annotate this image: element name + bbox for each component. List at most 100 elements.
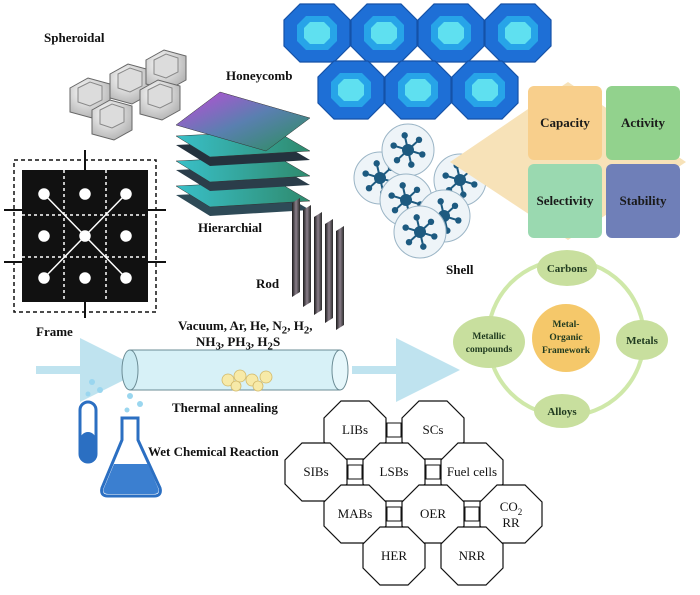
activity-quadrant bbox=[606, 86, 680, 160]
rod-label: Rod bbox=[256, 276, 280, 291]
shell-atom bbox=[362, 170, 369, 177]
shell-atom bbox=[471, 181, 478, 188]
shell-core bbox=[402, 144, 414, 156]
stability-label: Stability bbox=[620, 193, 667, 208]
annealing-process bbox=[36, 338, 460, 402]
alloys-node bbox=[534, 394, 590, 428]
shell-atom bbox=[460, 191, 467, 198]
shell-atom bbox=[402, 224, 409, 231]
gas-text: S bbox=[272, 334, 281, 349]
gas-text: , PH bbox=[220, 334, 246, 349]
metallic-compounds-label-2: compounds bbox=[466, 345, 513, 355]
metals-node bbox=[616, 320, 668, 360]
shell-core bbox=[374, 172, 386, 184]
shell-core bbox=[414, 226, 426, 238]
application-label: CO2 bbox=[500, 499, 523, 517]
gas-sub: 3 bbox=[245, 340, 251, 353]
gas-sub: 3 bbox=[215, 340, 221, 353]
mesh-junction bbox=[386, 422, 402, 438]
mof-center-line3: Framework bbox=[542, 346, 591, 356]
shell-spheres bbox=[353, 123, 487, 259]
capacity-label: Capacity bbox=[540, 115, 590, 130]
honeycomb-cell-core bbox=[371, 22, 397, 44]
shell-atom bbox=[451, 202, 459, 210]
application-label: Fuel cells bbox=[447, 464, 497, 479]
shell-atom bbox=[413, 214, 420, 221]
thermal-annealing-label: Thermal annealing bbox=[172, 400, 278, 415]
shell-atom bbox=[399, 182, 406, 189]
stability-quadrant bbox=[606, 164, 680, 238]
alloys-label: Alloys bbox=[547, 406, 577, 418]
property-quadrant: Capacity Activity Selectivity Stability bbox=[450, 82, 686, 240]
shell-atom bbox=[415, 136, 423, 144]
frame-label: Frame bbox=[36, 324, 73, 339]
spheroidal-cubes bbox=[69, 49, 187, 141]
gas-conditions-line2: NH3, PH3, H2S bbox=[196, 334, 280, 353]
shell-atom bbox=[365, 184, 373, 192]
gas-text: Vacuum, Ar, He, N bbox=[178, 318, 282, 333]
gas-conditions-line1: Vacuum, Ar, He, N2, H2, bbox=[178, 318, 313, 337]
mof-cycle: Metal- Organic Framework Carbons Metals … bbox=[453, 250, 668, 428]
capacity-quadrant bbox=[528, 86, 602, 160]
shell-atom bbox=[390, 142, 397, 149]
honeycomb-cell-core bbox=[304, 22, 330, 44]
shell-atom bbox=[401, 132, 408, 139]
shell-atom bbox=[391, 206, 399, 214]
hierarchial-label: Hierarchial bbox=[198, 220, 263, 235]
application-label: LIBs bbox=[342, 422, 368, 437]
wet-chemical-reaction-label: Wet Chemical Reaction bbox=[148, 444, 279, 459]
gas-sub: 2 bbox=[267, 340, 273, 353]
shell-atom bbox=[408, 161, 415, 168]
activity-label: Activity bbox=[621, 115, 666, 130]
honeycomb-cell-core bbox=[472, 79, 498, 101]
shell-atom bbox=[455, 217, 462, 224]
gas-text: NH bbox=[196, 334, 216, 349]
shell-atom bbox=[393, 156, 401, 164]
mof-center-line1: Metal- bbox=[553, 320, 580, 330]
frame-lattice bbox=[4, 150, 166, 318]
application-label: NRR bbox=[459, 548, 486, 563]
carbons-label: Carbons bbox=[547, 263, 588, 275]
gas-text: , H bbox=[287, 318, 304, 333]
annealing-tube bbox=[121, 349, 349, 392]
shell-atom bbox=[373, 160, 380, 167]
application-label: HER bbox=[381, 548, 407, 563]
spheroidal-label: Spheroidal bbox=[44, 30, 105, 45]
shell-atom bbox=[427, 218, 435, 226]
mof-center-line2: Organic bbox=[549, 333, 582, 343]
application-label: OER bbox=[420, 506, 446, 521]
shell-atom bbox=[442, 172, 449, 179]
shell-atom bbox=[437, 198, 444, 205]
shell-atom bbox=[420, 243, 427, 250]
shell-label: Shell bbox=[446, 262, 474, 277]
application-label: LSBs bbox=[380, 464, 409, 479]
honeycomb-label: Honeycomb bbox=[226, 68, 293, 83]
shell-core bbox=[454, 174, 466, 186]
honeycomb-structure bbox=[283, 3, 552, 120]
mesh-junction bbox=[425, 464, 441, 480]
application-label: MABs bbox=[338, 506, 373, 521]
metallic-compounds-label-1: Metallic bbox=[472, 332, 505, 342]
application-label: RR bbox=[502, 515, 520, 530]
shell-atom bbox=[419, 151, 426, 158]
shell-core bbox=[400, 194, 412, 206]
honeycomb-cell-core bbox=[505, 22, 531, 44]
shell-atom bbox=[413, 186, 421, 194]
honeycomb-cell-core bbox=[438, 22, 464, 44]
application-cell bbox=[479, 484, 543, 544]
mesh-junction bbox=[347, 464, 363, 480]
gas-sub: 2 bbox=[303, 324, 310, 337]
metals-label: Metals bbox=[626, 335, 658, 347]
application-cell bbox=[440, 526, 504, 586]
gas-text: , bbox=[309, 318, 313, 333]
hierarchial-plates bbox=[175, 91, 311, 216]
metallic-compounds-node bbox=[453, 316, 525, 368]
honeycomb-cell-core bbox=[338, 79, 364, 101]
honeycomb-cell-core bbox=[405, 79, 431, 101]
gas-text: , H bbox=[250, 334, 268, 349]
mof-center-node bbox=[532, 304, 600, 372]
carbons-node bbox=[537, 250, 597, 286]
flask-icon bbox=[100, 393, 162, 498]
